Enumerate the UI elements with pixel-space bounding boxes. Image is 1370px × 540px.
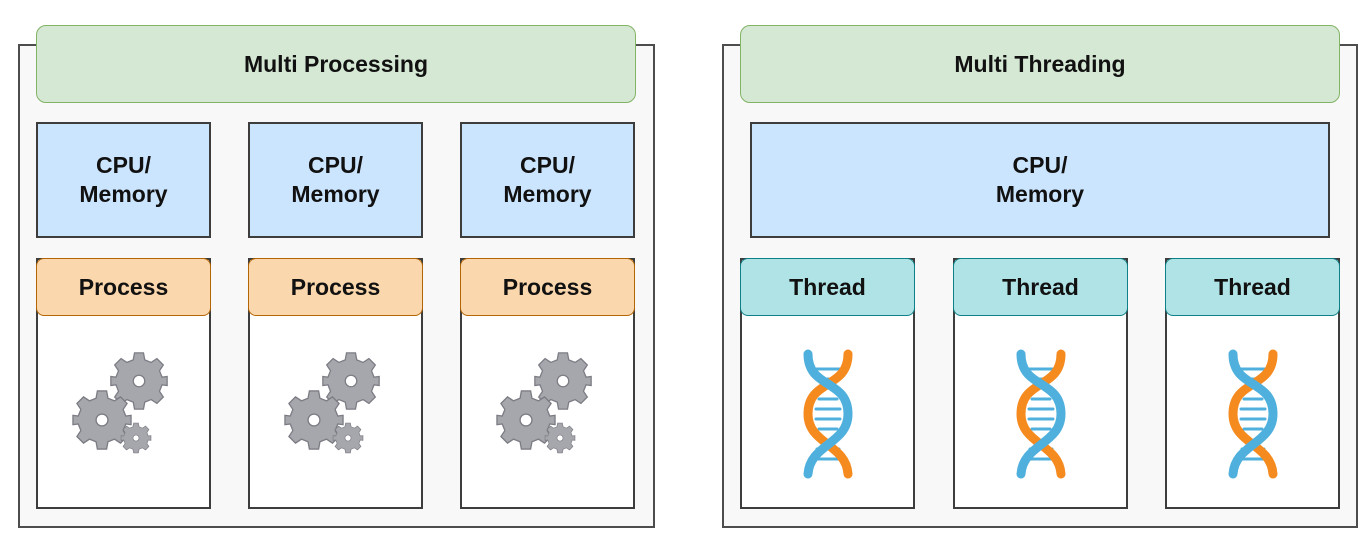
process-header: Process: [460, 258, 635, 316]
gears-icon: [250, 320, 421, 507]
mp-cpu-memory-2: CPU/ Memory: [248, 122, 423, 238]
mt-cpu-memory: CPU/ Memory: [750, 122, 1330, 238]
thread-label: Thread: [1214, 273, 1291, 300]
cpu-label: CPU/: [520, 152, 575, 178]
multi-processing-title: Multi Processing: [36, 25, 636, 103]
dna-icon: [1167, 320, 1338, 507]
multi-processing-title-text: Multi Processing: [243, 50, 429, 77]
thread-label: Thread: [789, 273, 866, 300]
gears-icon: [462, 320, 633, 507]
memory-label: Memory: [291, 181, 380, 207]
thread-unit-1: Thread: [740, 258, 915, 509]
cpu-label: CPU/: [96, 152, 151, 178]
process-unit-3: Process: [460, 258, 635, 509]
multi-threading-title-text: Multi Threading: [954, 50, 1126, 77]
gears-icon: [38, 320, 209, 507]
mp-cpu-memory-3: CPU/ Memory: [460, 122, 635, 238]
multi-threading-title: Multi Threading: [740, 25, 1340, 103]
memory-label: Memory: [503, 181, 592, 207]
dna-icon: [955, 320, 1126, 507]
dna-icon: [742, 320, 913, 507]
process-unit-1: Process: [36, 258, 211, 509]
thread-label: Thread: [1002, 273, 1079, 300]
thread-header: Thread: [953, 258, 1128, 316]
memory-label: Memory: [995, 181, 1085, 207]
mp-cpu-memory-1: CPU/ Memory: [36, 122, 211, 238]
thread-header: Thread: [740, 258, 915, 316]
cpu-label: CPU/: [308, 152, 363, 178]
process-header: Process: [36, 258, 211, 316]
memory-label: Memory: [79, 181, 168, 207]
thread-unit-3: Thread: [1165, 258, 1340, 509]
process-unit-2: Process: [248, 258, 423, 509]
process-label: Process: [502, 273, 593, 300]
process-label: Process: [290, 273, 381, 300]
process-label: Process: [78, 273, 169, 300]
thread-unit-2: Thread: [953, 258, 1128, 509]
thread-header: Thread: [1165, 258, 1340, 316]
process-header: Process: [248, 258, 423, 316]
cpu-label: CPU/: [1012, 152, 1068, 178]
